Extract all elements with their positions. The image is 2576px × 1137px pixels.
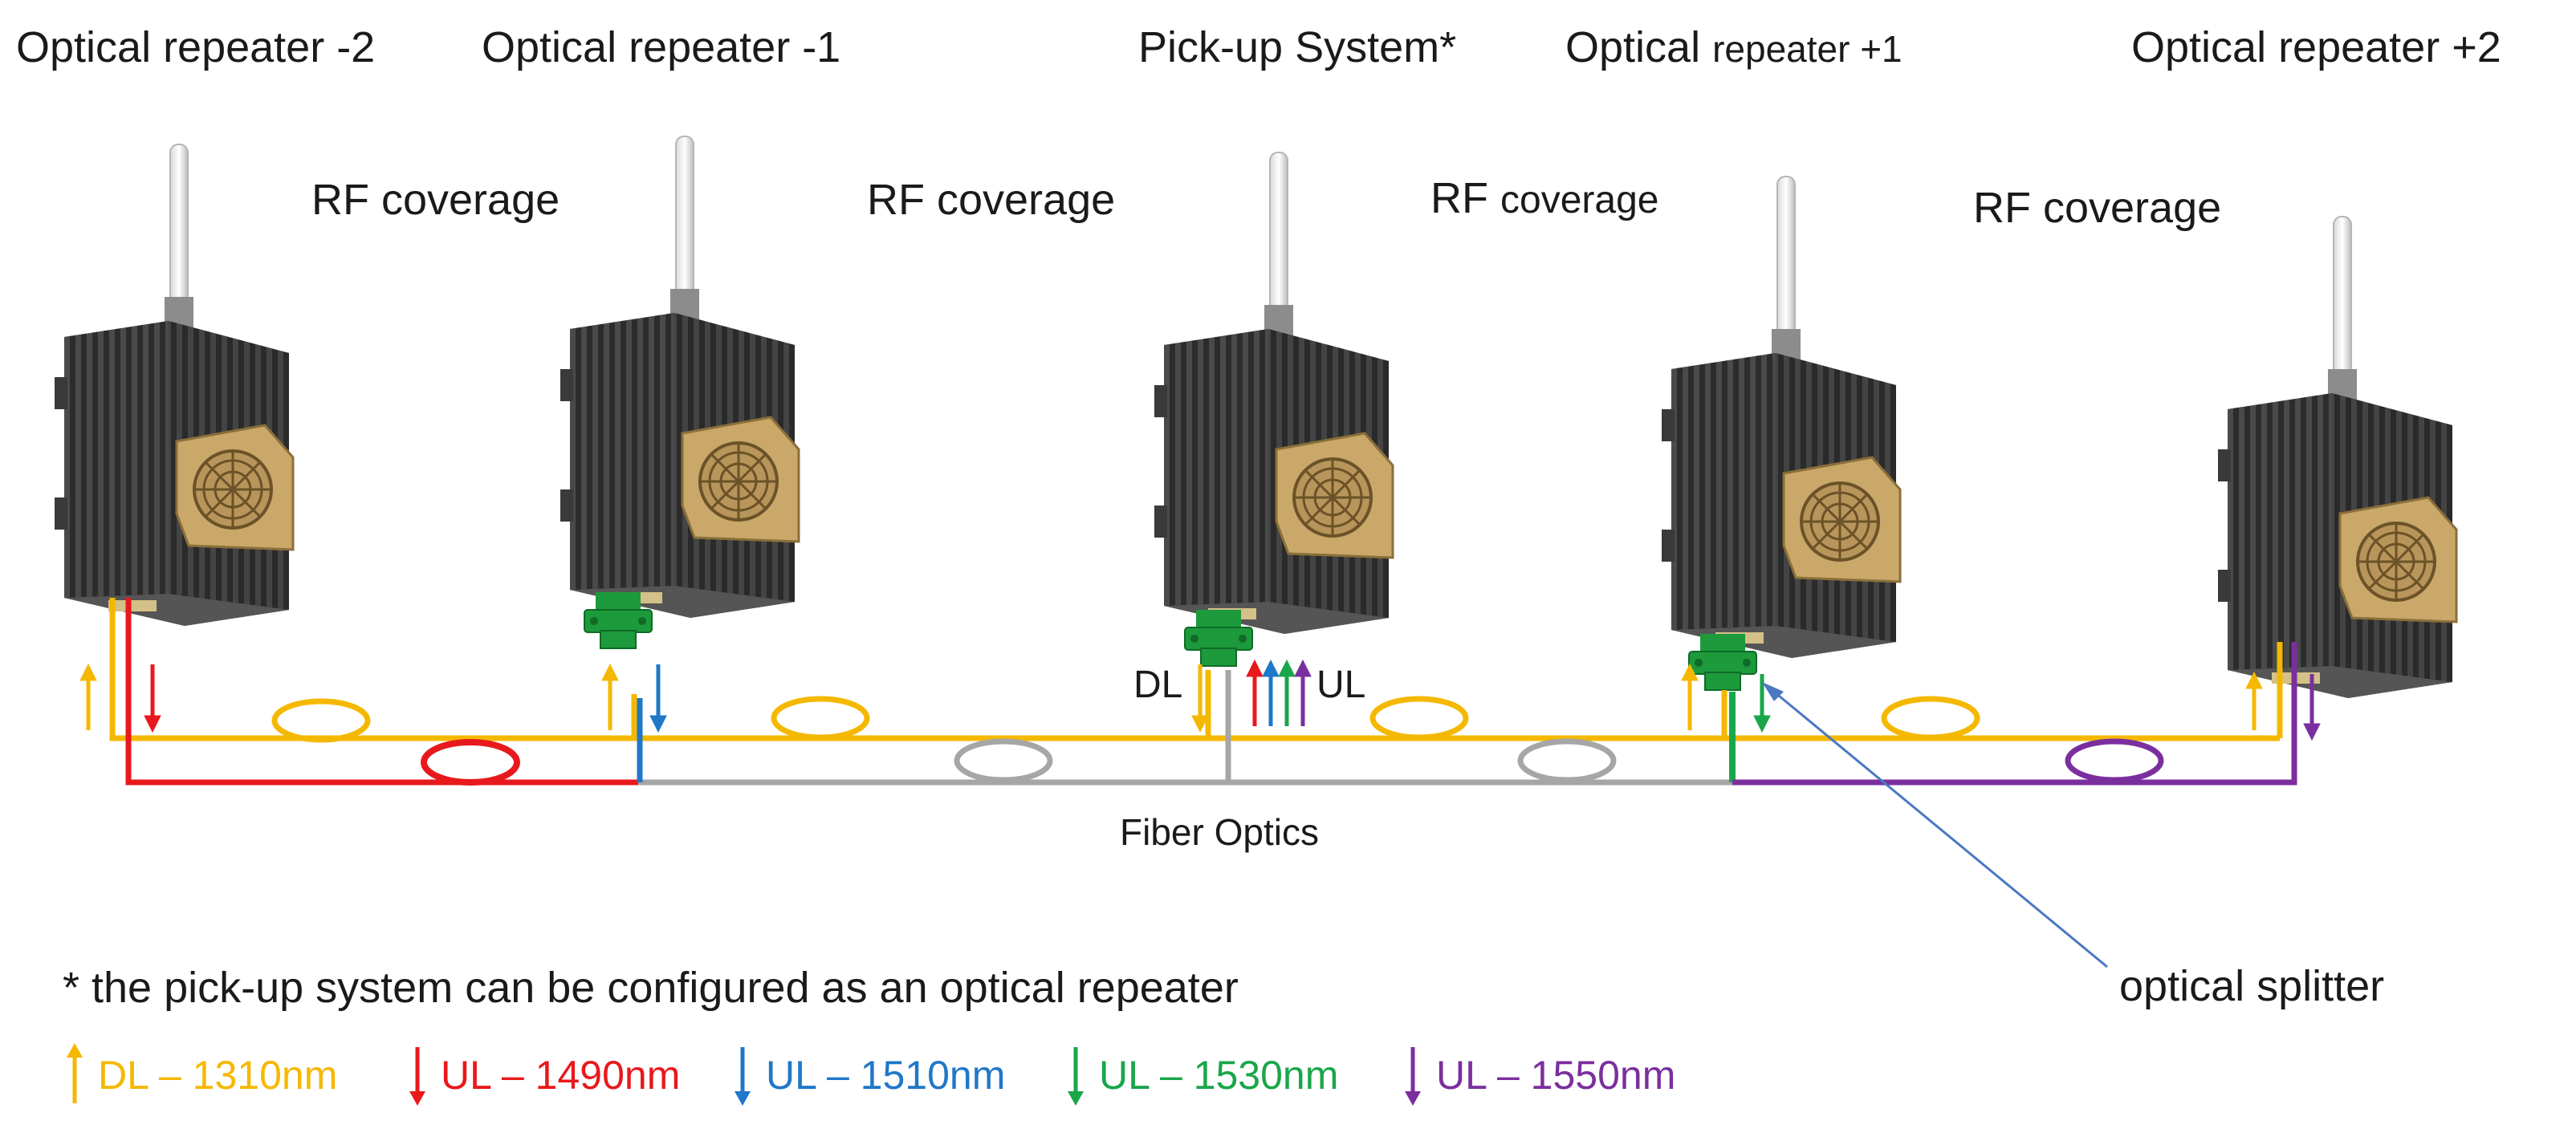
legend-arrow-down-icon xyxy=(1068,1047,1084,1106)
repeater-device-plus2 xyxy=(2216,215,2458,700)
repeater-device-minus1 xyxy=(559,135,800,619)
legend-arrow-up-icon xyxy=(67,1043,83,1103)
title-repeater-plus2: Optical repeater +2 xyxy=(2131,23,2501,71)
arrow-ul1530-plus1 xyxy=(1753,674,1771,733)
legend-arrow-down-icon xyxy=(409,1047,425,1106)
coil-yellow-3 xyxy=(1369,696,1469,741)
coil-purple xyxy=(2065,738,2164,783)
title-repeater-plus1-b: repeater +1 xyxy=(1712,28,1902,70)
legend-label: DL – 1310nm xyxy=(98,1053,338,1098)
rf-coverage-1: RF coverage xyxy=(311,176,560,224)
coil-yellow-4 xyxy=(1881,696,1980,741)
fiber-ul1550-purple xyxy=(1732,642,2297,786)
footnote: * the pick-up system can be configured a… xyxy=(63,964,1239,1012)
pickup-system-device xyxy=(1153,151,1394,636)
coil-red xyxy=(421,739,520,786)
legend-arrow-down-icon xyxy=(1405,1047,1421,1106)
pickup-ul-label: UL xyxy=(1316,664,1366,706)
legend-ul-1510: UL – 1510nm xyxy=(730,1043,1005,1107)
title-repeater-minus1: Optical repeater -1 xyxy=(482,23,841,71)
fiber-ul1490-red xyxy=(125,598,638,786)
arrow-ul1530-pickup xyxy=(1278,659,1296,726)
arrow-dl-plus2 xyxy=(2245,671,2263,730)
legend-arrow-down-icon xyxy=(735,1047,751,1106)
arrow-ul1550-plus2 xyxy=(2303,674,2321,741)
arrow-ul1510-minus1 xyxy=(649,664,667,733)
arrow-ul1550-pickup xyxy=(1294,659,1312,726)
arrow-ul1490-minus2 xyxy=(144,664,161,733)
legend-dl-1310: DL – 1310nm xyxy=(63,1043,337,1107)
legend-label: UL – 1490nm xyxy=(441,1053,681,1098)
arrow-dl-plus1 xyxy=(1681,663,1699,730)
legend-ul-1530: UL – 1530nm xyxy=(1064,1043,1338,1107)
arrow-dl-minus2 xyxy=(79,663,97,730)
legend-label: UL – 1530nm xyxy=(1099,1053,1339,1098)
coil-yellow-1 xyxy=(271,698,371,743)
pickup-dl-label: DL xyxy=(1133,664,1183,706)
rf-coverage-3: RF coverage xyxy=(1430,173,1658,223)
arrow-ul1490-pickup xyxy=(1246,659,1264,726)
fiber-optics-label: Fiber Optics xyxy=(1120,811,1319,853)
legend-ul-1490: UL – 1490nm xyxy=(405,1043,680,1107)
coil-yellow-2 xyxy=(771,696,870,741)
arrow-ul1510-pickup xyxy=(1262,659,1280,726)
optical-splitter-label: optical splitter xyxy=(2119,962,2385,1010)
legend-ul-1550: UL – 1550nm xyxy=(1401,1043,1675,1107)
legend-label: UL – 1510nm xyxy=(766,1053,1006,1098)
title-repeater-plus1-a: Optical xyxy=(1565,23,1713,71)
rf-coverage-3-b: coverage xyxy=(1500,179,1659,221)
arrow-dl-pickup xyxy=(1191,664,1209,733)
title-repeater-minus2: Optical repeater -2 xyxy=(16,23,376,71)
splitter-callout-line xyxy=(1769,687,2108,968)
title-pickup-system: Pick-up System* xyxy=(1138,23,1457,71)
coil-gray-2 xyxy=(1517,738,1617,783)
rf-coverage-3-a: RF xyxy=(1430,174,1500,222)
rf-coverage-2: RF coverage xyxy=(867,176,1116,224)
rf-coverage-4: RF coverage xyxy=(1973,184,2222,232)
fiber-dl-yellow xyxy=(109,598,637,741)
legend-label: UL – 1550nm xyxy=(1436,1053,1676,1098)
repeater-device-minus2 xyxy=(53,143,295,627)
coil-gray-1 xyxy=(954,738,1053,783)
title-repeater-plus1: Optical repeater +1 xyxy=(1565,22,1902,72)
repeater-device-plus1 xyxy=(1660,175,1902,660)
arrow-dl-minus1 xyxy=(601,663,619,730)
